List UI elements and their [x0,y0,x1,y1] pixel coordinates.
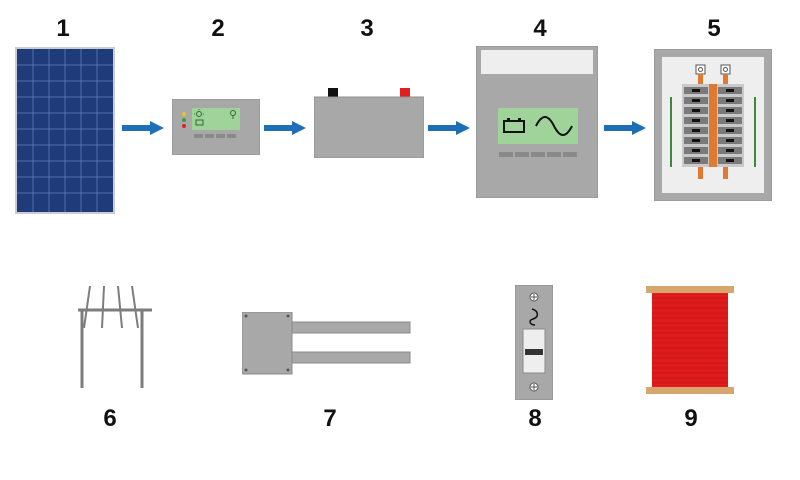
label-5: 5 [707,15,721,42]
label-2: 2 [211,15,225,42]
label-6: 6 [103,405,117,432]
arrow-icon [428,121,470,135]
battery-icon [314,86,424,158]
arrow-icon [122,121,164,135]
disconnect-switch-icon [515,285,553,400]
label-3: 3 [360,15,374,42]
charge-controller-icon [172,99,260,155]
label-7: 7 [323,405,337,432]
label-8: 8 [528,405,542,432]
solar-panel-icon [15,47,115,214]
label-4: 4 [533,15,547,42]
wire-spool-icon [646,286,734,394]
arrow-icon [604,121,646,135]
mounting-rack-icon [76,284,156,390]
junction-box-conduit-icon [242,312,412,378]
label-9: 9 [684,405,698,432]
breaker-panel-icon [654,49,772,201]
inverter-icon [476,46,598,198]
arrow-icon [264,121,306,135]
label-1: 1 [56,15,70,42]
